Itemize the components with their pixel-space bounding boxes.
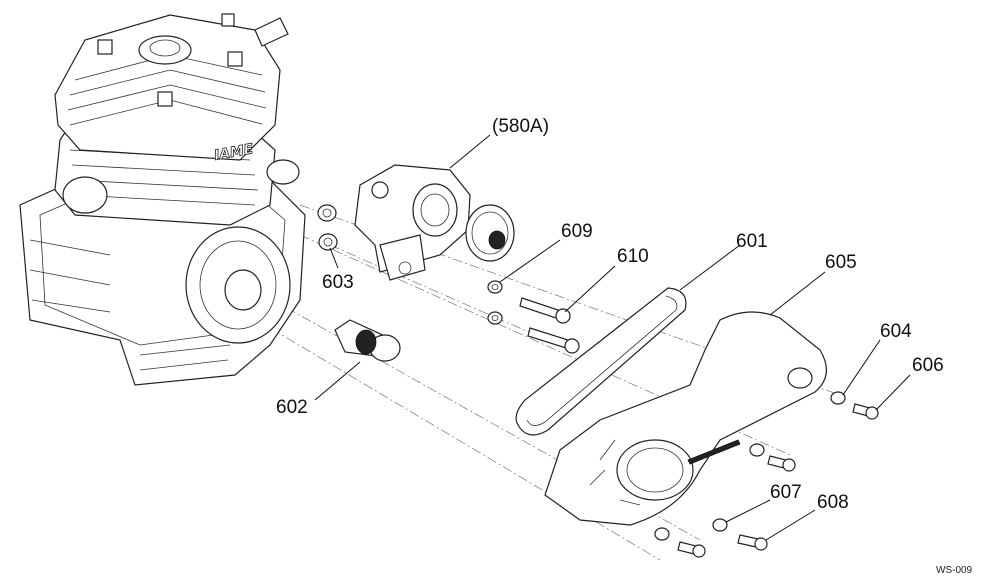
callout-602: 602 (276, 397, 308, 418)
callout-605: 605 (825, 252, 857, 273)
belt-cover-605 (544, 311, 827, 526)
callout-603: 603 (322, 272, 354, 293)
callout-leader-lines (314, 134, 911, 541)
callout-601: 601 (736, 231, 768, 252)
callout-607: 607 (770, 482, 802, 503)
drawing-reference: WS-009 (936, 565, 973, 576)
water-pump-580a (354, 164, 515, 281)
washer-609 (487, 280, 503, 325)
callout-609: 609 (561, 221, 593, 242)
bolt-610 (519, 297, 580, 354)
callout-604: 604 (880, 321, 912, 342)
drive-belt-601 (515, 287, 687, 436)
drive-pulley-602 (334, 319, 401, 362)
engine-logo-text: IAME (213, 141, 255, 164)
callout-580a: (580A) (492, 116, 550, 137)
spacer-603 (317, 204, 338, 251)
engine-block (19, 13, 306, 386)
screw-608 (677, 455, 796, 558)
callout-608: 608 (817, 492, 849, 513)
screw-606 (852, 403, 879, 420)
washer-604 (830, 391, 846, 405)
washer-607 (654, 443, 765, 541)
callout-610: 610 (617, 246, 649, 267)
callout-606: 606 (912, 355, 944, 376)
